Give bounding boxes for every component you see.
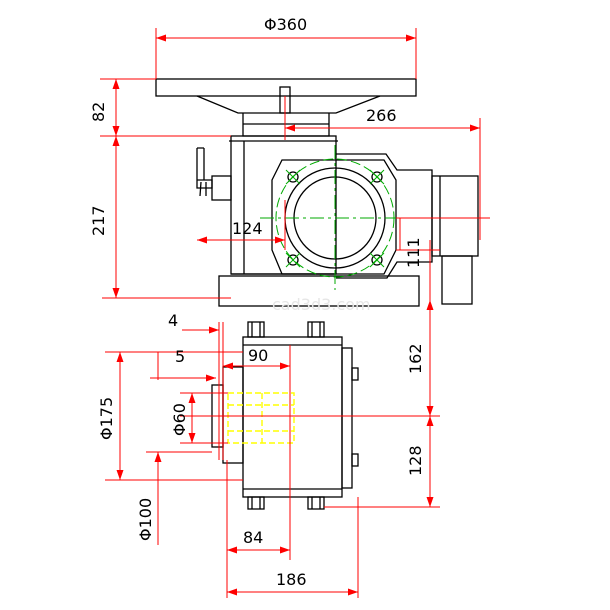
dim-label-60: Φ60 [170,403,189,436]
dim-label-90: 90 [248,346,268,365]
dim-label-186: 186 [276,570,307,589]
bolt-block [247,321,265,338]
yellow-hidden-lines [227,392,295,444]
base-plate [218,275,420,307]
dim-label-100: Φ100 [136,498,155,541]
dim-label-111: 111 [404,237,423,268]
watermark: cad3d3.com [272,295,371,314]
dim-label-124: 124 [232,219,263,238]
dim-label-360: Φ360 [264,15,307,34]
dim-label-4: 4 [168,311,178,330]
output-flange [222,366,244,464]
motor [431,175,479,257]
handwheel-hub [196,95,381,114]
hand-lever [196,147,213,189]
dim-label-84: 84 [243,528,263,547]
dim-label-266: 266 [366,106,397,125]
dim-label-217: 217 [89,205,108,236]
flange-plate [271,159,397,275]
dimension-labels: Φ360 82 266 217 124 111 4 5 90 162 Φ175 … [89,15,425,589]
motor-cap [441,255,473,305]
dim-label-5: 5 [175,347,185,366]
handwheel [155,78,417,97]
dim-label-175: Φ175 [97,397,116,440]
dim-label-82: 82 [89,102,108,122]
gearbox-housing [230,135,337,275]
dim-label-162: 162 [406,343,425,374]
dimension-lines [100,28,490,598]
dim-label-128: 128 [406,445,425,476]
green-centerlines [260,145,410,290]
